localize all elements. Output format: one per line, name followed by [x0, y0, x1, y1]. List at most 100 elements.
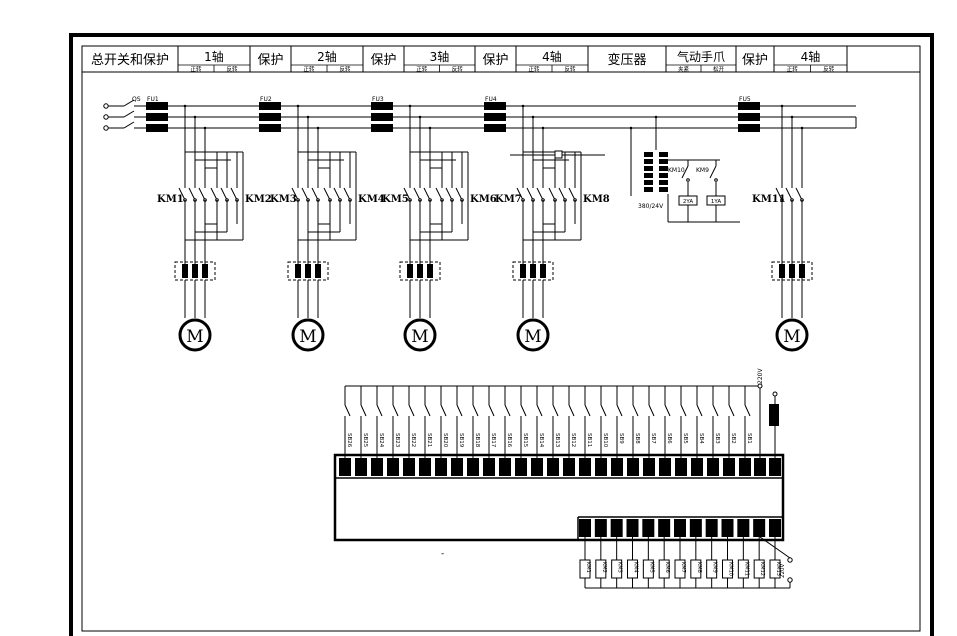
input-label: SB21 [426, 433, 432, 447]
junction-dot [541, 126, 545, 130]
title-cell-label: 总开关和保护 [91, 53, 169, 68]
junction-dot [193, 115, 197, 119]
plc-input-terminal [547, 458, 559, 476]
contactor-label: KM1 [157, 194, 184, 205]
title-cell-label: 保护 [257, 53, 283, 68]
pushbutton-contact [536, 404, 543, 417]
pushbutton-contact [488, 404, 495, 417]
pushbutton-contact [584, 404, 591, 417]
title-sub-label: 正转 [787, 65, 799, 73]
junction-dot [418, 115, 422, 119]
plc-input-terminal [675, 458, 687, 476]
contactor-label: KM3 [270, 194, 297, 205]
fuse-element [484, 113, 506, 121]
transformer-label: 380/24V [638, 203, 664, 210]
input-label: SB3 [714, 433, 720, 444]
input-label: SB23 [394, 433, 400, 448]
junction-dot [316, 126, 320, 130]
pushbutton-contact [680, 404, 687, 417]
thermal-element [315, 264, 321, 278]
fuse-element [146, 102, 168, 110]
contactor-label: KM2 [245, 194, 272, 205]
contactor-contact [210, 187, 218, 201]
outer-frame [69, 33, 934, 636]
input-label: SB7 [650, 433, 656, 444]
junction-box [554, 150, 563, 159]
pushbutton-contact [344, 404, 351, 417]
junction-dot [790, 115, 794, 119]
contactor-contact [516, 187, 524, 201]
fuse-element [738, 102, 760, 110]
title-sub-label: 反转 [823, 65, 835, 73]
dash-label: - [441, 549, 444, 559]
input-label: SB4 [698, 433, 704, 444]
pushbutton-contact [696, 404, 703, 417]
thermal-element [779, 264, 785, 278]
valve-label: 1YA [711, 199, 721, 205]
transformer-winding [659, 180, 668, 185]
output-label: KM10 [728, 562, 734, 576]
pushbutton-contact [552, 404, 559, 417]
input-label: SB20 [442, 433, 448, 448]
output-label: KM6 [664, 562, 670, 573]
plc-input-terminal [643, 458, 655, 476]
relay-label: KM9 [696, 167, 709, 174]
plc-output-terminal [753, 519, 766, 537]
contactor-contact [445, 187, 453, 201]
plc-output-terminal [658, 519, 671, 537]
transformer-winding [644, 166, 653, 171]
thermal-element [427, 264, 433, 278]
input-terminal [103, 103, 109, 109]
contactor-contact [301, 187, 309, 201]
fuse-element [738, 113, 760, 121]
junction-dot [654, 115, 658, 119]
transformer-winding [659, 152, 668, 157]
motor-symbol [516, 318, 550, 352]
contactor-contact [785, 187, 793, 201]
contactor-contact [333, 187, 341, 201]
pushbutton-contact [520, 404, 527, 417]
transformer-winding [644, 187, 653, 192]
pushbutton-contact [632, 404, 639, 417]
title-sub-label: 反转 [564, 65, 576, 73]
title-sub-label: 正转 [528, 65, 540, 73]
contactor-contact [343, 187, 351, 201]
thermal-element [192, 264, 198, 278]
motor-symbol [403, 318, 437, 352]
fuse-label: FU1 [147, 96, 159, 103]
plc-output-terminal [642, 519, 655, 537]
pushbutton-contact [568, 404, 575, 417]
plc-input-terminal [563, 458, 575, 476]
transformer-winding [644, 159, 653, 164]
input-label: SB24 [378, 433, 384, 448]
fuse-label: FU3 [372, 96, 384, 103]
junction-dot [629, 126, 633, 130]
plc-input-terminal [371, 458, 383, 476]
switch-blade [123, 121, 135, 129]
input-label: SB18 [474, 433, 480, 448]
plc-input-terminal [739, 458, 751, 476]
pushbutton-contact [424, 404, 431, 417]
input-label: SB10 [602, 433, 608, 448]
contactor-contact [323, 187, 331, 201]
motor-label: M [783, 327, 800, 347]
plc-output-terminal [721, 519, 734, 537]
contact-terminal [714, 178, 718, 182]
plc-input-terminal [483, 458, 495, 476]
motor-label: M [411, 327, 428, 347]
plc-output-terminal [689, 519, 702, 537]
input-terminal [103, 125, 109, 131]
output-label: KM7 [680, 562, 686, 573]
junction-dot [306, 115, 310, 119]
plc-input-terminal [754, 458, 766, 476]
output-supply [759, 536, 791, 559]
motor-label: M [524, 327, 541, 347]
contactor-contact [558, 187, 566, 201]
motor-symbol [178, 318, 212, 352]
relay-label: KM10 [668, 167, 685, 174]
contactor-contact [291, 187, 299, 201]
input-label: SB5 [682, 433, 688, 444]
